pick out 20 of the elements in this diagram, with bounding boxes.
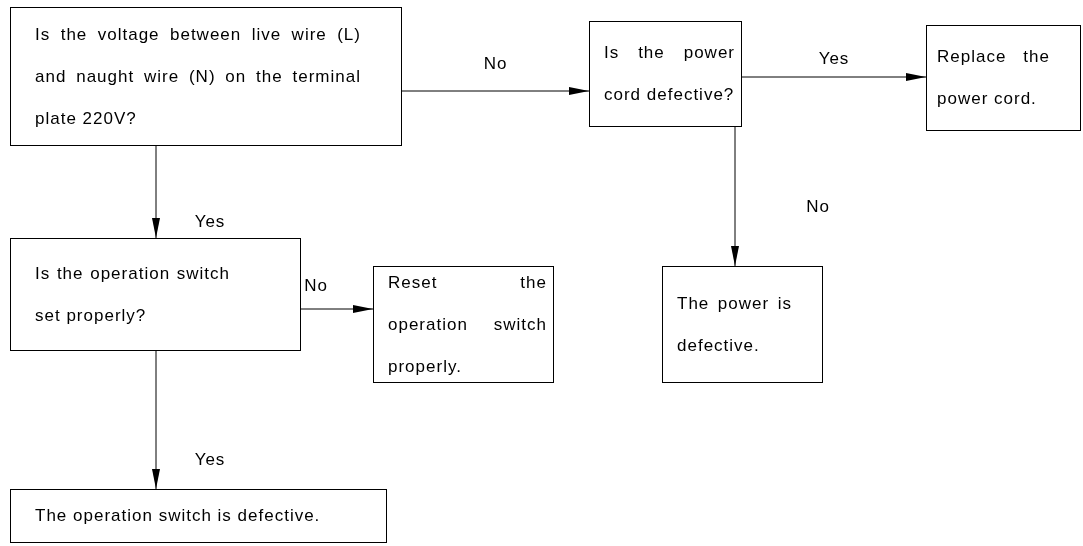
process-box	[10, 489, 387, 543]
process-box	[589, 21, 742, 127]
process-box	[373, 266, 554, 383]
process-box	[926, 25, 1081, 131]
arrow	[152, 145, 160, 239]
box-text: Is the voltage between live wire (L) and naught wire (N) on the terminal plate 220V?	[35, 23, 361, 130]
box-text: Replace the power cord.	[937, 46, 1050, 110]
arrow	[731, 126, 739, 267]
process-box	[10, 238, 301, 351]
arrow	[300, 305, 374, 313]
arrow	[152, 350, 160, 490]
process-box	[10, 7, 402, 146]
box-text: Is the operation switch set properly?	[35, 262, 230, 327]
process-box	[662, 266, 823, 383]
box-text: Reset the operation switch properly.	[388, 271, 547, 378]
arrow	[741, 73, 927, 81]
box-text: The power is defective.	[677, 292, 792, 357]
arrow	[401, 87, 590, 95]
box-text: The operation switch is defective.	[35, 505, 322, 527]
box-text: Is the power cord defective?	[604, 42, 735, 106]
